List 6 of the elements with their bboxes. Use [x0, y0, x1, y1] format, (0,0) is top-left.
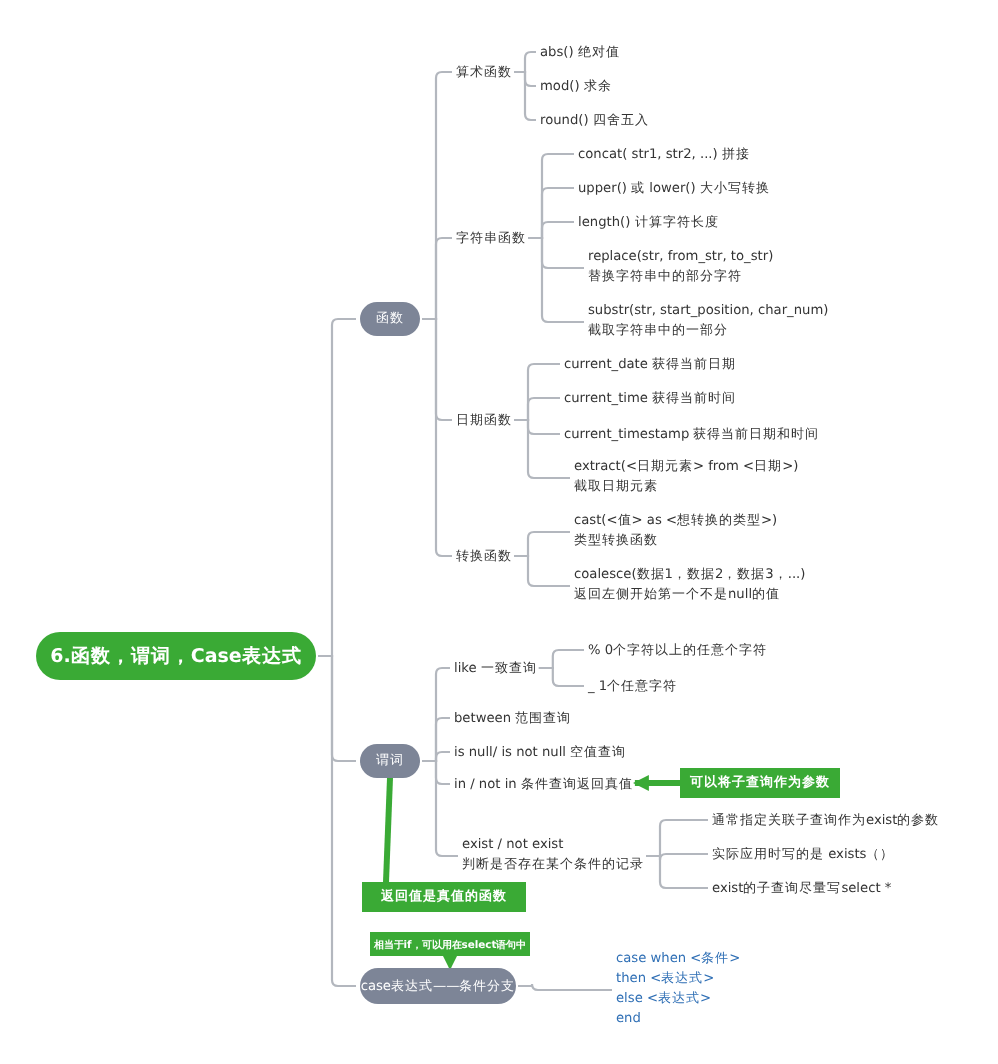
connector-line: [538, 666, 584, 688]
arrow: [632, 775, 680, 791]
connector-line: [518, 982, 612, 992]
connector-line: [383, 777, 393, 883]
topic-pill: 6.函数，谓词，Case表达式: [36, 632, 316, 680]
arrow: [442, 954, 458, 970]
